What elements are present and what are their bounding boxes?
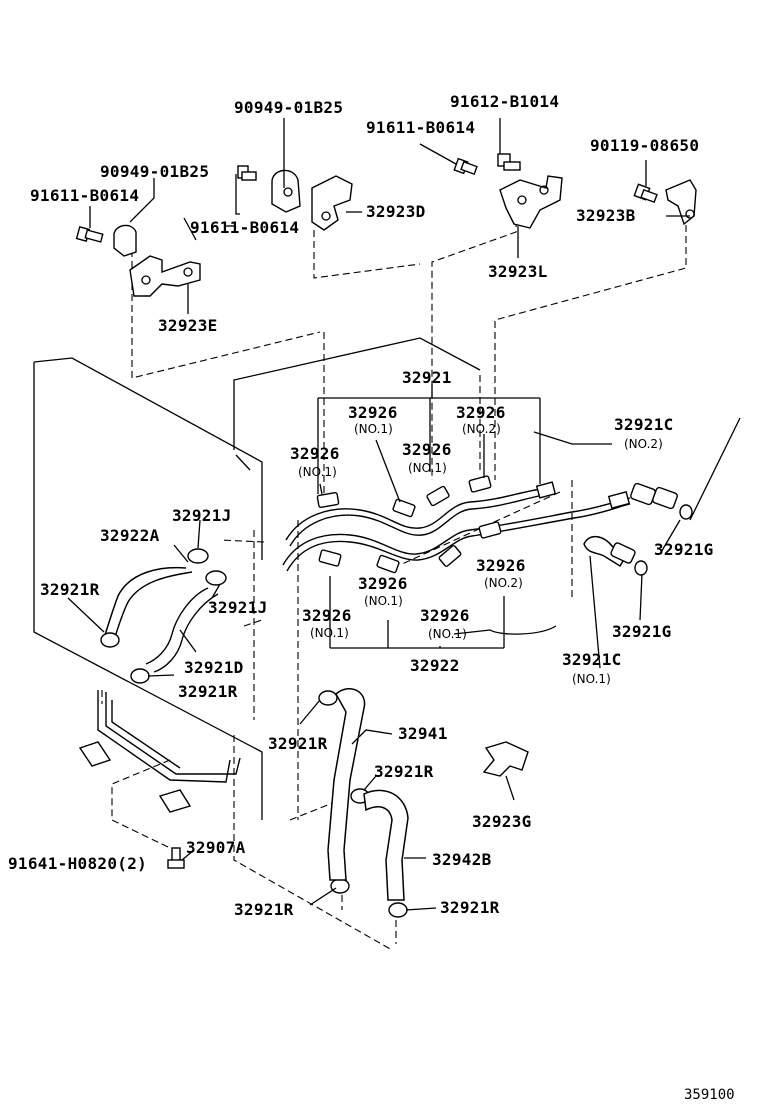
bracket-32923D [271, 169, 353, 231]
hose-32941 [327, 688, 366, 881]
bolt-90119 [633, 183, 658, 204]
label-32921R-d: 32921R [374, 762, 434, 781]
label-32941: 32941 [398, 724, 448, 743]
bolt-91641 [167, 847, 185, 869]
bolt-91611-top [453, 157, 478, 176]
bolt-91612 [497, 153, 521, 171]
label-32926-f-sub: (NO.1) [364, 594, 403, 608]
label-32923D: 32923D [366, 202, 426, 221]
label-32921G-b: 32921G [612, 622, 672, 641]
label-32921R-c: 32921R [268, 734, 328, 753]
label-32921R-f: 32921R [440, 898, 500, 917]
reference-number: 359100 [684, 1087, 735, 1103]
label-32926-e: 32926 [476, 556, 526, 575]
label-32921R-a: 32921R [40, 580, 100, 599]
label-32922: 32922 [410, 656, 460, 675]
label-90119-08650: 90119-08650 [590, 136, 699, 155]
label-32907A: 32907A [186, 838, 246, 857]
label-32942B: 32942B [432, 850, 492, 869]
bolt-91611-left [75, 226, 104, 243]
part-number-labels: 90949-01B25 91612-B1014 91611-B0614 9011… [8, 92, 735, 1103]
label-32921: 32921 [402, 368, 452, 387]
label-32921G-a: 32921G [654, 540, 714, 559]
label-32926-h: 32926 [420, 606, 470, 625]
label-32926-c: 32926 [402, 440, 452, 459]
leader-lines [67, 118, 690, 911]
label-32921R-e: 32921R [234, 900, 294, 919]
label-32926-b: 32926 [456, 403, 506, 422]
label-32921C-top: 32921C [614, 415, 674, 434]
label-32926-d-sub: (NO.1) [298, 465, 337, 479]
label-32926-d: 32926 [290, 444, 340, 463]
label-32923B: 32923B [576, 206, 636, 225]
bracket-32923E [113, 224, 201, 297]
label-91611-B0614-mid: 91611-B0614 [190, 218, 299, 237]
brake-tube-32921 [282, 481, 631, 572]
hose-32921D [145, 587, 219, 673]
bolt-91611-mid [237, 165, 257, 181]
label-32926-f: 32926 [358, 574, 408, 593]
label-32923L: 32923L [488, 262, 548, 281]
hose-32942B [363, 789, 409, 901]
label-32926-a: 32926 [348, 403, 398, 422]
label-32923G: 32923G [472, 812, 532, 831]
hose-32922A [103, 566, 193, 641]
dashed-guide-lines [101, 220, 687, 951]
fitting-32921C-no2 [630, 482, 693, 520]
label-32926-a-sub: (NO.1) [354, 422, 393, 436]
label-32922A: 32922A [100, 526, 160, 545]
label-32921R-b: 32921R [178, 682, 238, 701]
body-panel-outline [33, 337, 741, 820]
label-91641-H0820: 91641-H0820(2) [8, 854, 147, 873]
label-32921D: 32921D [184, 658, 244, 677]
label-91611-B0614-left: 91611-B0614 [30, 186, 139, 205]
label-32921C-bot: 32921C [562, 650, 622, 669]
label-32921C-top-sub: (NO.2) [624, 437, 663, 451]
label-91611-B0614-top: 91611-B0614 [366, 118, 475, 137]
label-32923E: 32923E [158, 316, 218, 335]
bracket-32923G [482, 741, 529, 777]
hose-clamp-set [100, 548, 408, 918]
clamp-32926-set [316, 475, 502, 574]
label-32921C-bot-sub: (NO.1) [572, 672, 611, 686]
fitting-32921C-no1 [583, 535, 648, 576]
label-32926-g-sub: (NO.1) [310, 626, 349, 640]
label-32926-g: 32926 [302, 606, 352, 625]
label-32921J-b: 32921J [208, 598, 268, 617]
label-32926-e-sub: (NO.2) [484, 576, 523, 590]
label-90949-01B25-top: 90949-01B25 [234, 98, 343, 117]
bracket-32923B [665, 179, 697, 226]
label-32926-h-sub: (NO.1) [428, 627, 467, 641]
label-32926-b-sub: (NO.2) [462, 422, 501, 436]
bracket-32923L [499, 175, 563, 229]
label-90949-01B25-left: 90949-01B25 [100, 162, 209, 181]
label-91612-B1014: 91612-B1014 [450, 92, 559, 111]
label-32921J-a: 32921J [172, 506, 232, 525]
tube-32907A [78, 690, 241, 813]
label-32926-c-sub: (NO.1) [408, 461, 447, 475]
